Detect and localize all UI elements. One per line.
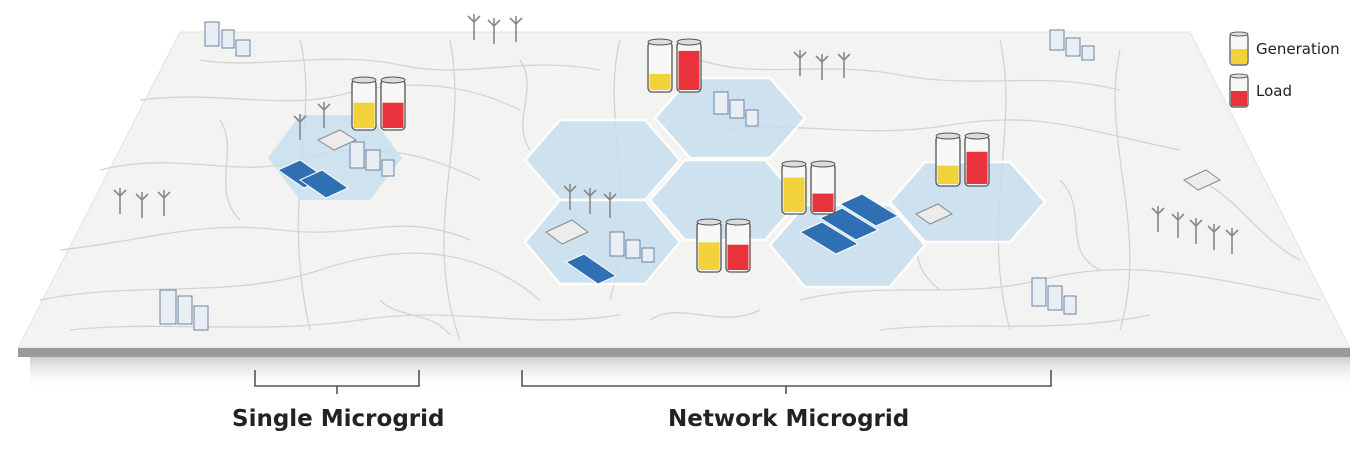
single-load-battery xyxy=(380,76,406,131)
network-microgrid-label: Network Microgrid xyxy=(668,406,910,432)
legend-generation-label: Generation xyxy=(1256,40,1340,58)
network-right-generation-battery xyxy=(935,132,961,187)
ground-edge xyxy=(18,348,1350,357)
network-top-generation-battery xyxy=(647,38,673,93)
plate-shadow xyxy=(30,356,1350,390)
network-hexagon-center xyxy=(648,158,802,242)
generation-battery-icon xyxy=(1229,31,1249,66)
bracket-network xyxy=(521,370,1052,394)
single-microgrid-label: Single Microgrid xyxy=(232,406,445,432)
network-center-load-battery xyxy=(810,160,836,215)
legend-load-label: Load xyxy=(1256,82,1292,100)
load-battery-icon xyxy=(1229,73,1249,108)
single-generation-battery xyxy=(351,76,377,131)
factory xyxy=(316,129,1221,245)
solar-panel xyxy=(276,159,900,285)
bracket-single xyxy=(254,370,420,394)
network-right-load-battery xyxy=(964,132,990,187)
network-hexagon-lower-left xyxy=(523,198,682,286)
network-bottom-generation-battery xyxy=(696,218,722,273)
network-bottom-load-battery xyxy=(725,218,751,273)
network-top-load-battery xyxy=(676,38,702,93)
legend-load: Load xyxy=(1228,70,1368,112)
network-hexagon-upper-left xyxy=(523,118,682,202)
legend-generation: Generation xyxy=(1228,28,1368,70)
battery-gauges xyxy=(351,38,990,273)
network-center-generation-battery xyxy=(781,160,807,215)
building-cluster xyxy=(159,21,1095,331)
wind-turbine xyxy=(113,14,1239,254)
legend: Generation Load xyxy=(1228,28,1368,112)
